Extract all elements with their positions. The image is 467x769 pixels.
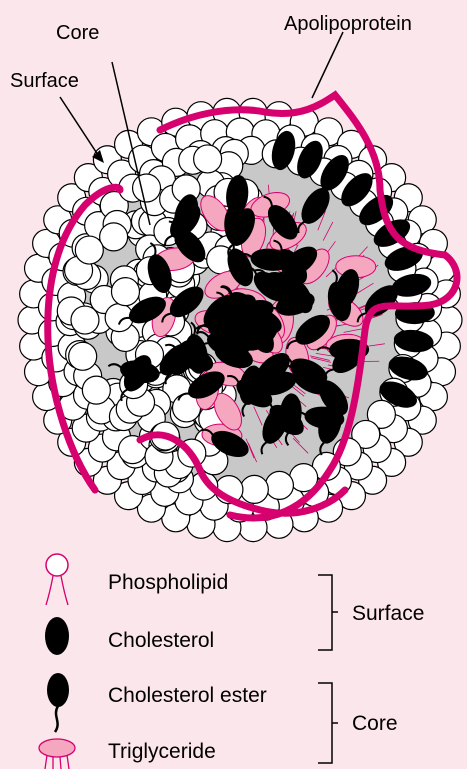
phospholipid-head xyxy=(69,342,97,370)
legend-group-core: Core xyxy=(352,712,398,736)
legend-brackets xyxy=(318,575,338,763)
legend-label-cholesterol-ester: Cholesterol ester xyxy=(108,684,267,708)
phospholipid-head xyxy=(133,174,161,202)
phospholipid-head xyxy=(240,475,268,503)
apolipoprotein-pointer xyxy=(312,32,343,98)
phospholipid-head xyxy=(194,145,222,173)
phospholipid-icon xyxy=(46,554,68,605)
phospholipid-head xyxy=(82,376,110,404)
surface-label: Surface xyxy=(10,70,79,93)
phospholipid-head xyxy=(111,278,139,306)
phospholipid-head xyxy=(100,223,128,251)
surface-pointer xyxy=(60,97,100,158)
legend-icons xyxy=(39,554,75,769)
phospholipid-head xyxy=(71,306,99,334)
core-bracket xyxy=(318,683,338,763)
cholesterol-ester-icon xyxy=(47,673,69,732)
surface-bracket xyxy=(318,575,338,650)
phospholipid-head xyxy=(75,236,103,264)
legend-label-phospholipid: Phospholipid xyxy=(108,571,228,595)
legend-label-triglyceride: Triglyceride xyxy=(108,740,216,764)
legend-label-cholesterol: Cholesterol xyxy=(108,629,214,653)
triglyceride-icon xyxy=(39,739,75,769)
lipoprotein-particle xyxy=(18,32,462,542)
core-label: Core xyxy=(56,22,99,45)
legend-group-surface: Surface xyxy=(352,602,424,626)
apolipoprotein-label: Apolipoprotein xyxy=(284,13,412,36)
phospholipid-head xyxy=(265,471,293,499)
cholesterol-icon xyxy=(45,617,69,655)
